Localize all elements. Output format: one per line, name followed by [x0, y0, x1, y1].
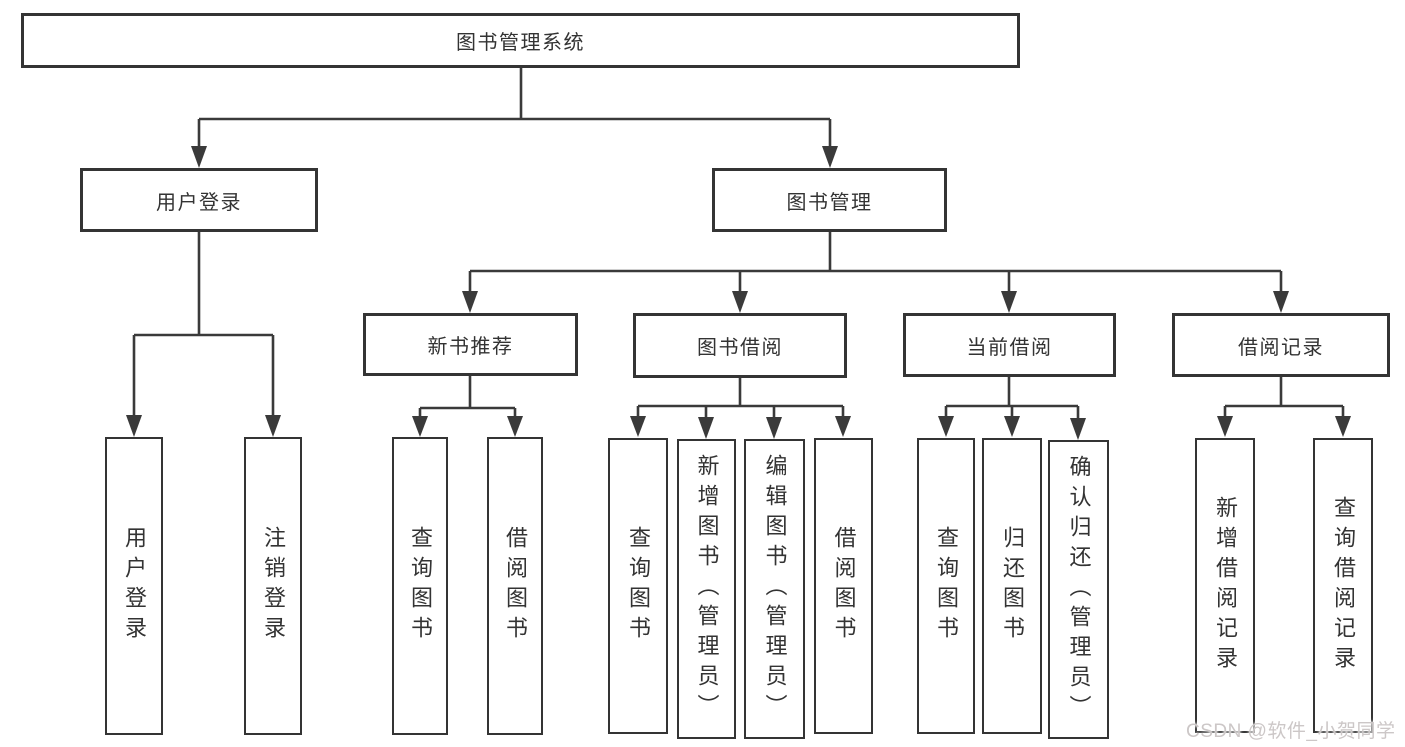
node-library-management-system: 图书管理系统: [21, 13, 1020, 68]
node-label: 借阅记录: [1238, 336, 1324, 359]
node-label: 查询图书: [408, 526, 433, 646]
node-current-borrow: 当前借阅: [903, 313, 1116, 377]
leaf-logout: 注销登录: [244, 437, 302, 735]
node-label: 编辑图书（管理员）: [762, 454, 788, 724]
node-label: 图书管理系统: [456, 32, 585, 54]
leaf-query-books: 查询图书: [917, 438, 975, 734]
node-new-book-recommend: 新书推荐: [363, 313, 578, 376]
node-label: 查询图书: [626, 526, 651, 646]
node-label: 用户登录: [156, 191, 242, 214]
node-label: 图书管理: [786, 191, 873, 214]
node-label: 新书推荐: [427, 336, 514, 358]
node-label: 图书借阅: [697, 337, 783, 359]
node-label: 借阅图书: [831, 526, 857, 646]
leaf-user-login: 用户登录: [105, 437, 163, 735]
node-label: 当前借阅: [966, 336, 1053, 359]
leaf-add-borrow-record: 新增借阅记录: [1195, 438, 1255, 733]
node-label: 查询借阅记录: [1331, 495, 1356, 676]
arrowhead-icons: [126, 146, 1351, 440]
node-label: 新增图书（管理员）: [694, 454, 720, 724]
leaf-edit-books-admin: 编辑图书（管理员）: [744, 439, 805, 739]
leaf-borrow-books: 借阅图书: [814, 438, 873, 734]
leaf-query-books: 查询图书: [608, 438, 668, 734]
node-user-login: 用户登录: [80, 168, 318, 232]
node-book-management: 图书管理: [712, 168, 947, 232]
leaf-query-books: 查询图书: [392, 437, 448, 735]
node-borrow-record: 借阅记录: [1172, 313, 1390, 377]
node-label: 查询图书: [934, 526, 959, 646]
leaf-borrow-books: 借阅图书: [487, 437, 543, 735]
leaf-query-borrow-record: 查询借阅记录: [1313, 438, 1373, 733]
node-label: 新增借阅记录: [1213, 495, 1238, 676]
leaf-confirm-return-admin: 确认归还（管理员）: [1048, 440, 1109, 739]
node-label: 借阅图书: [503, 526, 528, 646]
node-label: 用户登录: [122, 526, 147, 646]
leaf-return-books: 归还图书: [982, 438, 1042, 734]
node-book-borrow: 图书借阅: [633, 313, 847, 378]
node-label: 确认归还（管理员）: [1066, 454, 1092, 725]
leaf-add-books-admin: 新增图书（管理员）: [677, 439, 736, 739]
node-label: 注销登录: [261, 526, 286, 646]
node-label: 归还图书: [1000, 526, 1025, 646]
csdn-watermark: CSDN @软件_小贺同学: [1186, 721, 1396, 742]
